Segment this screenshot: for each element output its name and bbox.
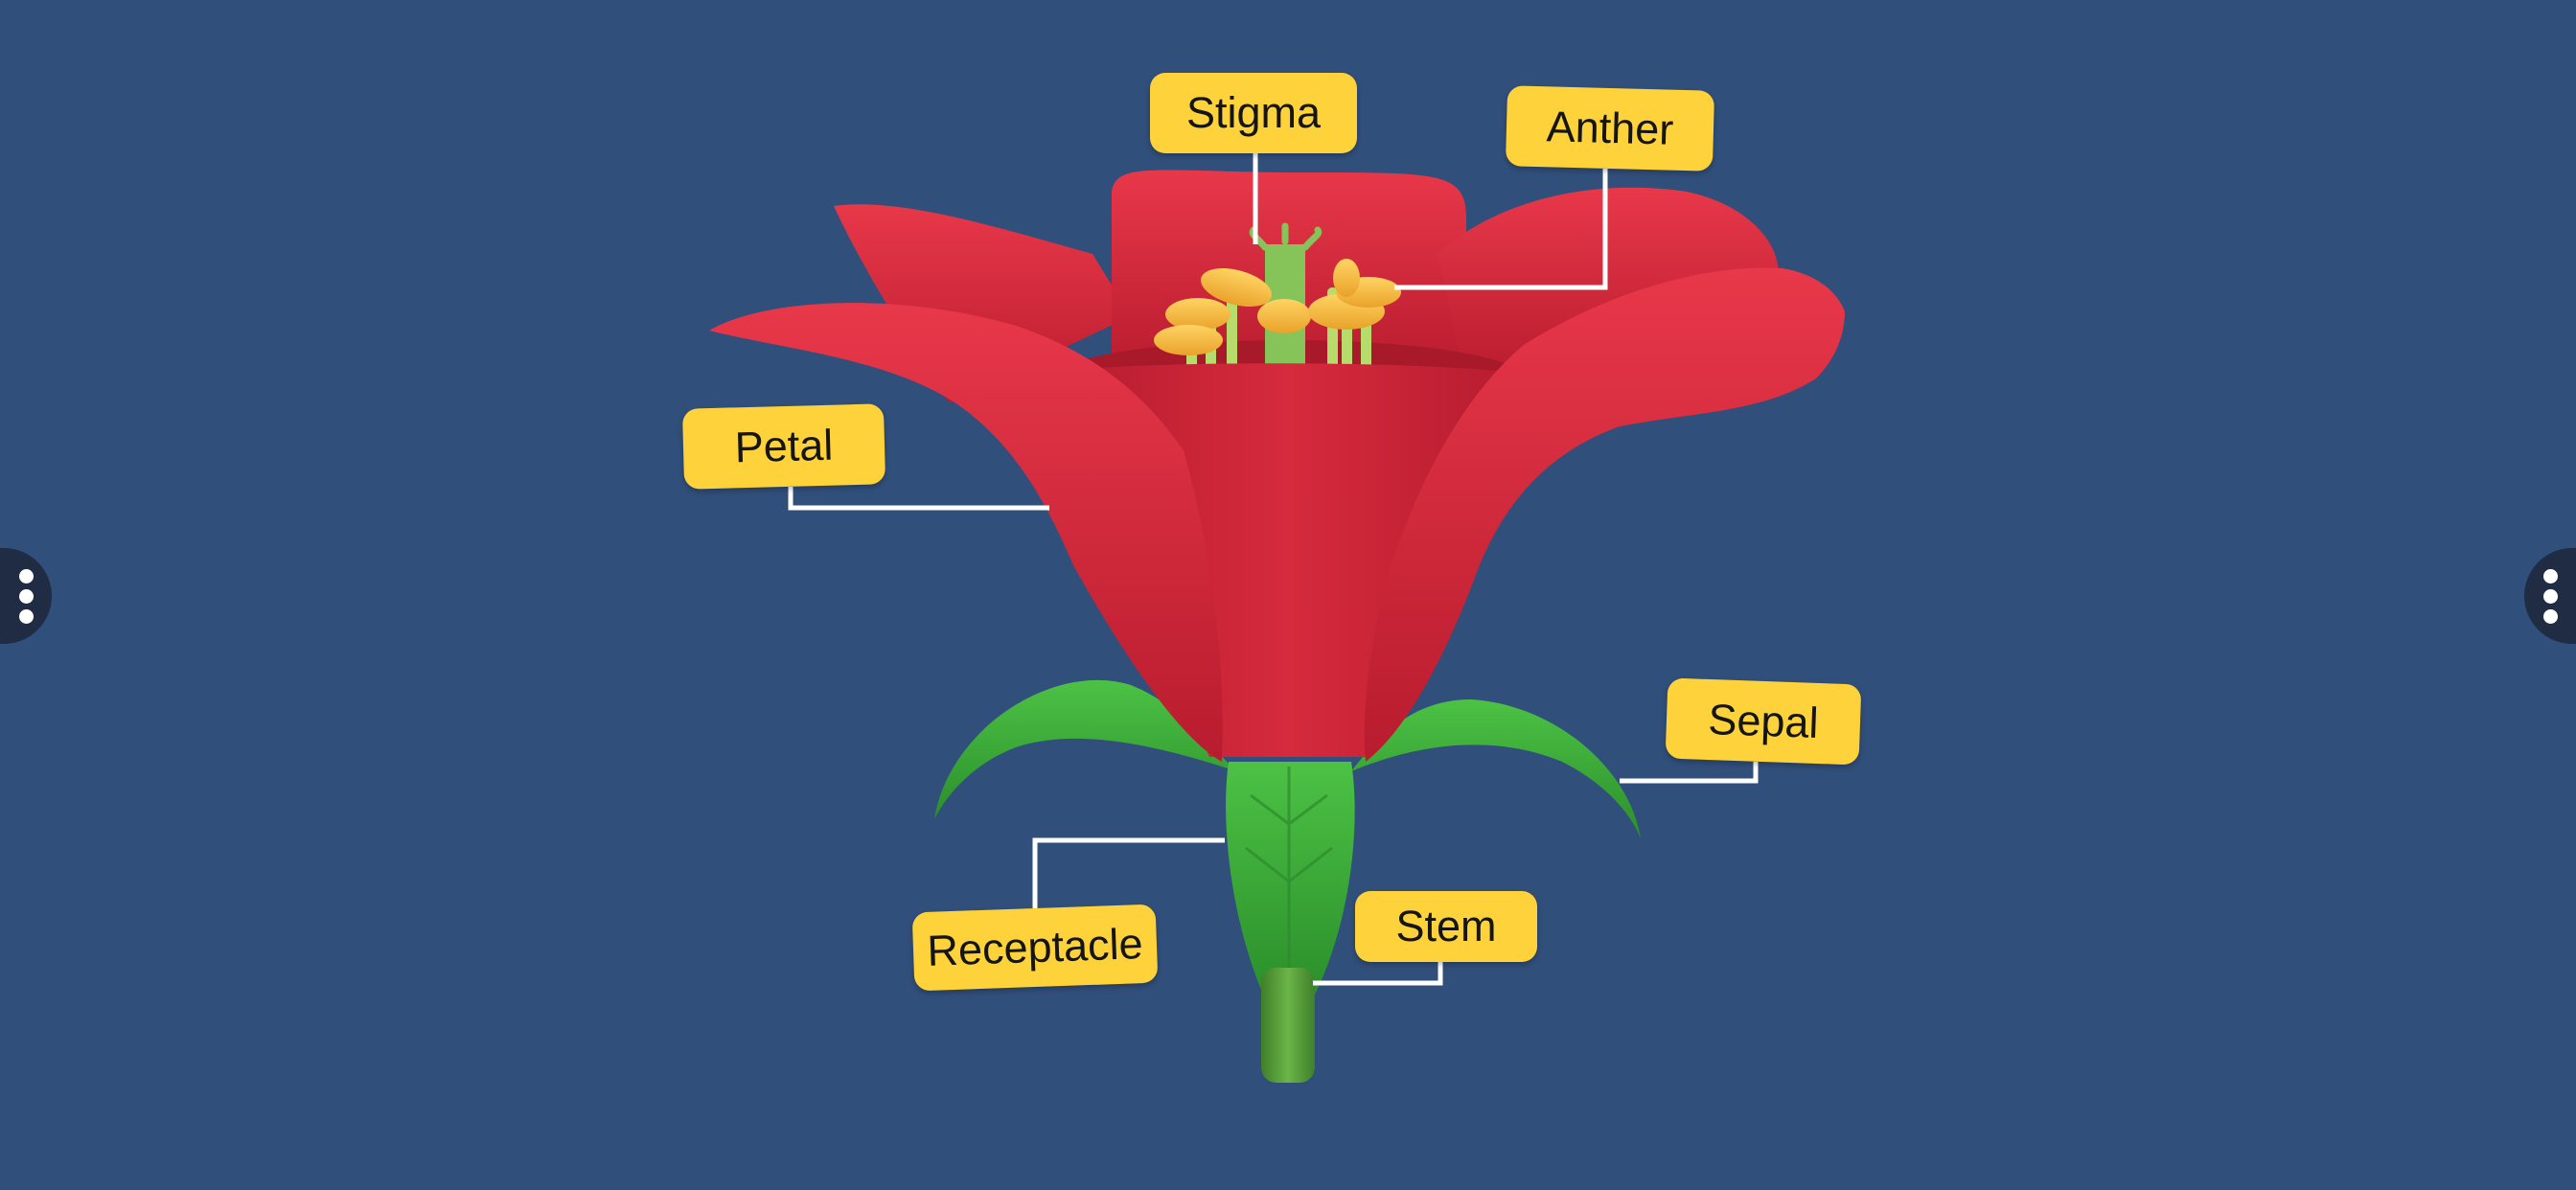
leader-line-anther <box>1394 169 1608 290</box>
label-petal: Petal <box>681 403 886 490</box>
sepal-left <box>934 679 1236 819</box>
leader-line-stem <box>1313 961 1443 986</box>
leader-line-receptacle <box>1032 837 1225 908</box>
anthers <box>1154 259 1401 355</box>
stem <box>1261 968 1315 1083</box>
label-sepal: Sepal <box>1665 677 1862 766</box>
petal-right <box>1364 267 1845 762</box>
receptacle-veins <box>1245 767 1333 987</box>
label-anther: Anther <box>1505 85 1715 172</box>
leader-line-sepal <box>1620 762 1759 784</box>
more-vertical-icon <box>18 568 34 584</box>
label-stem: Stem <box>1355 891 1537 962</box>
label-receptacle: Receptacle <box>911 904 1159 992</box>
back-petal-right <box>1438 187 1779 383</box>
label-stigma: Stigma <box>1150 73 1357 153</box>
leader-line-petal <box>788 487 1049 511</box>
sepal-right <box>1351 699 1641 838</box>
petal-left <box>709 303 1223 762</box>
leader-lines <box>788 153 1759 986</box>
back-petal-left <box>834 204 1131 402</box>
more-vertical-icon <box>2542 568 2558 584</box>
